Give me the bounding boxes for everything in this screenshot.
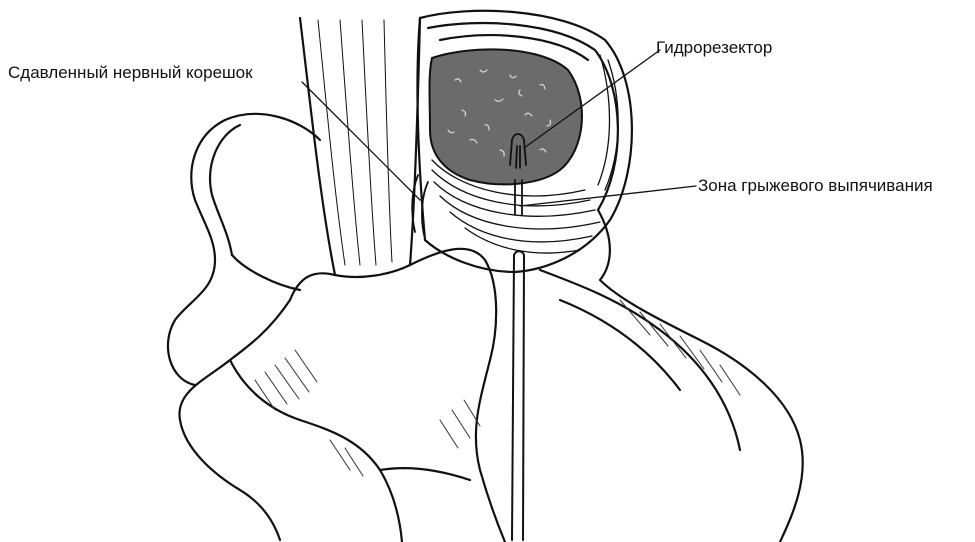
hatching bbox=[255, 300, 740, 476]
posterior-elements bbox=[179, 249, 505, 542]
label-hydroresector: Гидрорезектор bbox=[656, 38, 772, 58]
disc-nucleus bbox=[430, 49, 582, 184]
pedicle-right bbox=[540, 210, 803, 542]
spinal-cord bbox=[300, 18, 420, 275]
articular-process-left bbox=[168, 114, 320, 385]
label-compressed-root: Сдавленный нервный корешок bbox=[8, 63, 253, 83]
label-herniation-zone: Зона грыжевого выпячивания bbox=[698, 176, 933, 196]
hydroresector-shaft bbox=[512, 251, 524, 540]
